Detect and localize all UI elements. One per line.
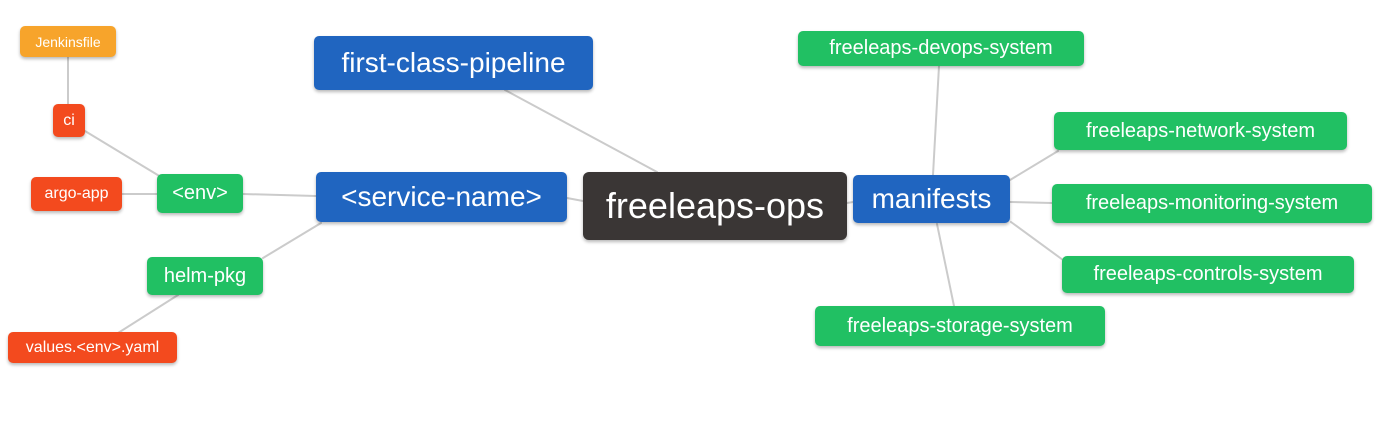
node-argo-app-label: argo-app bbox=[44, 185, 109, 202]
node-helm-pkg[interactable]: helm-pkg bbox=[147, 257, 263, 295]
node-env[interactable]: <env> bbox=[157, 174, 243, 213]
node-freeleaps-monitoring-system-label: freeleaps-monitoring-system bbox=[1085, 192, 1339, 214]
node-helm-pkg-label: helm-pkg bbox=[163, 264, 247, 287]
edge-manifests-monitoring bbox=[1009, 201, 1053, 204]
node-freeleaps-devops-system-label: freeleaps-devops-system bbox=[829, 37, 1053, 59]
edge-ci-env bbox=[84, 130, 162, 178]
edge-manifests-storage bbox=[936, 223, 955, 307]
node-freeleaps-storage-system-label: freeleaps-storage-system bbox=[847, 314, 1073, 337]
node-freeleaps-network-system-label: freeleaps-network-system bbox=[1086, 119, 1315, 142]
node-freeleaps-ops-root[interactable]: freeleaps-ops bbox=[583, 172, 847, 240]
node-env-label: <env> bbox=[172, 182, 228, 204]
node-jenkinsfile[interactable]: Jenkinsfile bbox=[20, 26, 116, 57]
node-argo-app[interactable]: argo-app bbox=[31, 177, 122, 211]
edge-helm-pkg-values-yaml bbox=[117, 294, 179, 334]
node-service-name-label: <service-name> bbox=[341, 181, 542, 212]
node-jenkinsfile-label: Jenkinsfile bbox=[35, 33, 101, 50]
node-freeleaps-network-system[interactable]: freeleaps-network-system bbox=[1054, 112, 1347, 150]
edge-pipeline-freeleaps-ops bbox=[504, 89, 658, 173]
node-values-env-yaml[interactable]: values.<env>.yaml bbox=[8, 332, 177, 363]
edge-manifests-controls bbox=[1010, 221, 1064, 261]
edge-freeleaps-ops-manifests bbox=[846, 201, 854, 204]
node-first-class-pipeline-label: first-class-pipeline bbox=[341, 47, 566, 78]
edge-service-freeleaps-ops bbox=[566, 197, 584, 202]
edge-manifests-network bbox=[1009, 150, 1059, 181]
node-freeleaps-devops-system[interactable]: freeleaps-devops-system bbox=[798, 31, 1084, 66]
node-freeleaps-ops-label: freeleaps-ops bbox=[605, 185, 825, 226]
node-freeleaps-controls-system[interactable]: freeleaps-controls-system bbox=[1062, 256, 1354, 293]
node-manifests-label: manifests bbox=[871, 183, 992, 214]
edge-manifests-devops bbox=[932, 65, 940, 176]
edge-service-name-helm-pkg bbox=[262, 222, 322, 259]
node-service-name[interactable]: <service-name> bbox=[316, 172, 567, 222]
node-first-class-pipeline[interactable]: first-class-pipeline bbox=[314, 36, 593, 90]
node-values-env-yaml-label: values.<env>.yaml bbox=[25, 338, 160, 356]
node-ci[interactable]: ci bbox=[53, 104, 85, 137]
node-ci-label: ci bbox=[63, 111, 75, 129]
node-freeleaps-monitoring-system[interactable]: freeleaps-monitoring-system bbox=[1052, 184, 1372, 223]
edge-env-service-name bbox=[242, 193, 317, 197]
node-freeleaps-storage-system[interactable]: freeleaps-storage-system bbox=[815, 306, 1105, 346]
node-freeleaps-controls-system-label: freeleaps-controls-system bbox=[1093, 263, 1323, 285]
node-manifests[interactable]: manifests bbox=[853, 175, 1010, 223]
